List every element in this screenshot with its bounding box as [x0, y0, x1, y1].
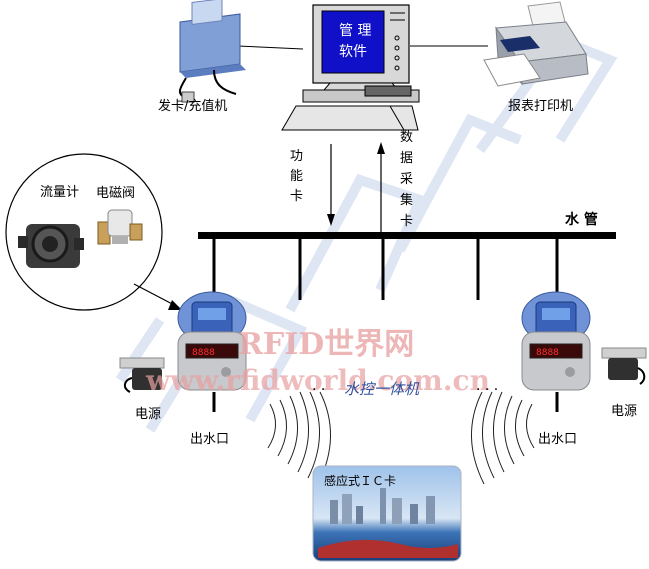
function-card-arrow [327, 144, 335, 226]
valve-icon [97, 209, 143, 245]
valve-label: 电磁阀 [96, 186, 135, 201]
right-power-label: 电源 [611, 404, 637, 419]
water-pipe [198, 232, 616, 239]
watermark-line1: RFID世界网 [238, 327, 414, 362]
right-power-adapter-icon [601, 347, 647, 385]
printer-label: 报表打印机 [508, 99, 573, 114]
link-card-machine-computer [237, 45, 304, 50]
computer-icon [281, 4, 420, 131]
water-pipe-label: 水 管 [565, 211, 598, 228]
inset-circle [5, 153, 163, 311]
svg-text:8888: 8888 [536, 348, 559, 358]
svg-text:8888: 8888 [192, 348, 215, 358]
function-card-char-2: 能 [290, 169, 303, 184]
data-collect-card-arrow [377, 142, 385, 232]
function-card-char-1: 功 [290, 149, 303, 164]
water-controller-icon: 8888 [177, 291, 247, 391]
card-machine-icon [179, 0, 246, 103]
right-water-controller-icon: 8888 [521, 291, 591, 391]
middle-dots-left: · · [312, 382, 325, 398]
card-machine-label: 发卡/充值机 [158, 98, 227, 114]
data-collect-card-char-3: 采 [400, 172, 413, 187]
data-collect-card-char-4: 集 [400, 192, 413, 208]
ic-card-label: 感应式ＩＣ卡 [324, 473, 396, 488]
left-power-adapter-icon [119, 357, 165, 393]
right-outlet-label: 出水口 [538, 432, 577, 447]
integrated-unit-label: 水控一体机 [344, 380, 420, 398]
middle-dots-right: · · · [476, 382, 498, 398]
printer-icon [483, 1, 589, 87]
ic-card-icon [312, 465, 462, 562]
right-wireless-waves [471, 391, 535, 485]
data-collect-card-char-2: 据 [400, 151, 413, 166]
inset-to-unit-arrow [133, 283, 182, 310]
function-card-char-3: 卡 [290, 189, 303, 204]
left-power-label: 电源 [135, 407, 161, 422]
flowmeter-label: 流量计 [40, 185, 79, 200]
computer-screen-line2: 软件 [339, 44, 367, 60]
left-outlet-label: 出水口 [190, 432, 229, 447]
data-collect-card-char-5: 卡 [400, 214, 413, 229]
flowmeter-icon [18, 224, 84, 268]
data-collect-card-char-1: 数 [400, 130, 413, 145]
left-wireless-waves [267, 391, 331, 485]
watermark-line2: www.rfidworld.com.cn [145, 364, 490, 397]
computer-screen-line1: 管 理 [339, 23, 371, 39]
background-watermark-strokes [115, 33, 618, 433]
